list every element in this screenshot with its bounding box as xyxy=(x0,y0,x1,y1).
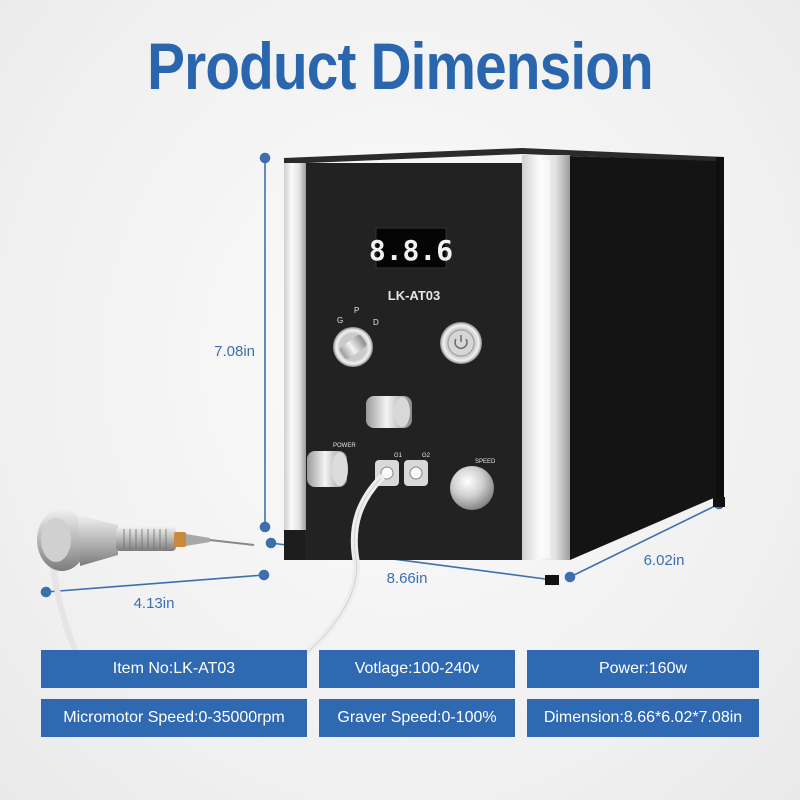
speed-knob: SPEED xyxy=(450,459,496,510)
handpiece-length-label: 4.13in xyxy=(134,595,175,612)
page-title: Product Dimension xyxy=(147,29,654,103)
adjust-knob xyxy=(366,396,412,428)
spec-item-number: Item No:LK-AT03 xyxy=(41,650,307,688)
model-label: LK-AT03 xyxy=(388,288,440,303)
spec-voltage: Votlage:100-240v xyxy=(319,650,515,688)
selector-label-g: G xyxy=(337,316,343,325)
mode-selector-knob: G P D xyxy=(333,306,379,367)
led-display: 8.8.6 xyxy=(369,227,453,269)
height-label: 7.08in xyxy=(214,343,255,360)
power-knob: POWER xyxy=(307,443,356,487)
width-label: 8.66in xyxy=(387,570,428,587)
spec-power: Power:160w xyxy=(527,650,759,688)
depth-label: 6.02in xyxy=(644,552,685,569)
power-button xyxy=(440,322,482,364)
port-label-g1: G1 xyxy=(394,453,403,459)
speed-knob-label: SPEED xyxy=(475,459,496,465)
handpiece xyxy=(37,509,255,571)
spec-dimension: Dimension:8.66*6.02*7.08in xyxy=(527,699,759,737)
spec-micromotor-speed: Micromotor Speed:0-35000rpm xyxy=(41,699,307,737)
power-knob-label: POWER xyxy=(333,443,356,449)
spec-graver-speed: Graver Speed:0-100% xyxy=(319,699,515,737)
selector-label-d: D xyxy=(373,318,379,327)
selector-label-p: P xyxy=(354,306,359,315)
display-readout: 8.8.6 xyxy=(369,234,453,267)
left-rail xyxy=(284,163,306,530)
port-label-g2: G2 xyxy=(422,453,431,459)
